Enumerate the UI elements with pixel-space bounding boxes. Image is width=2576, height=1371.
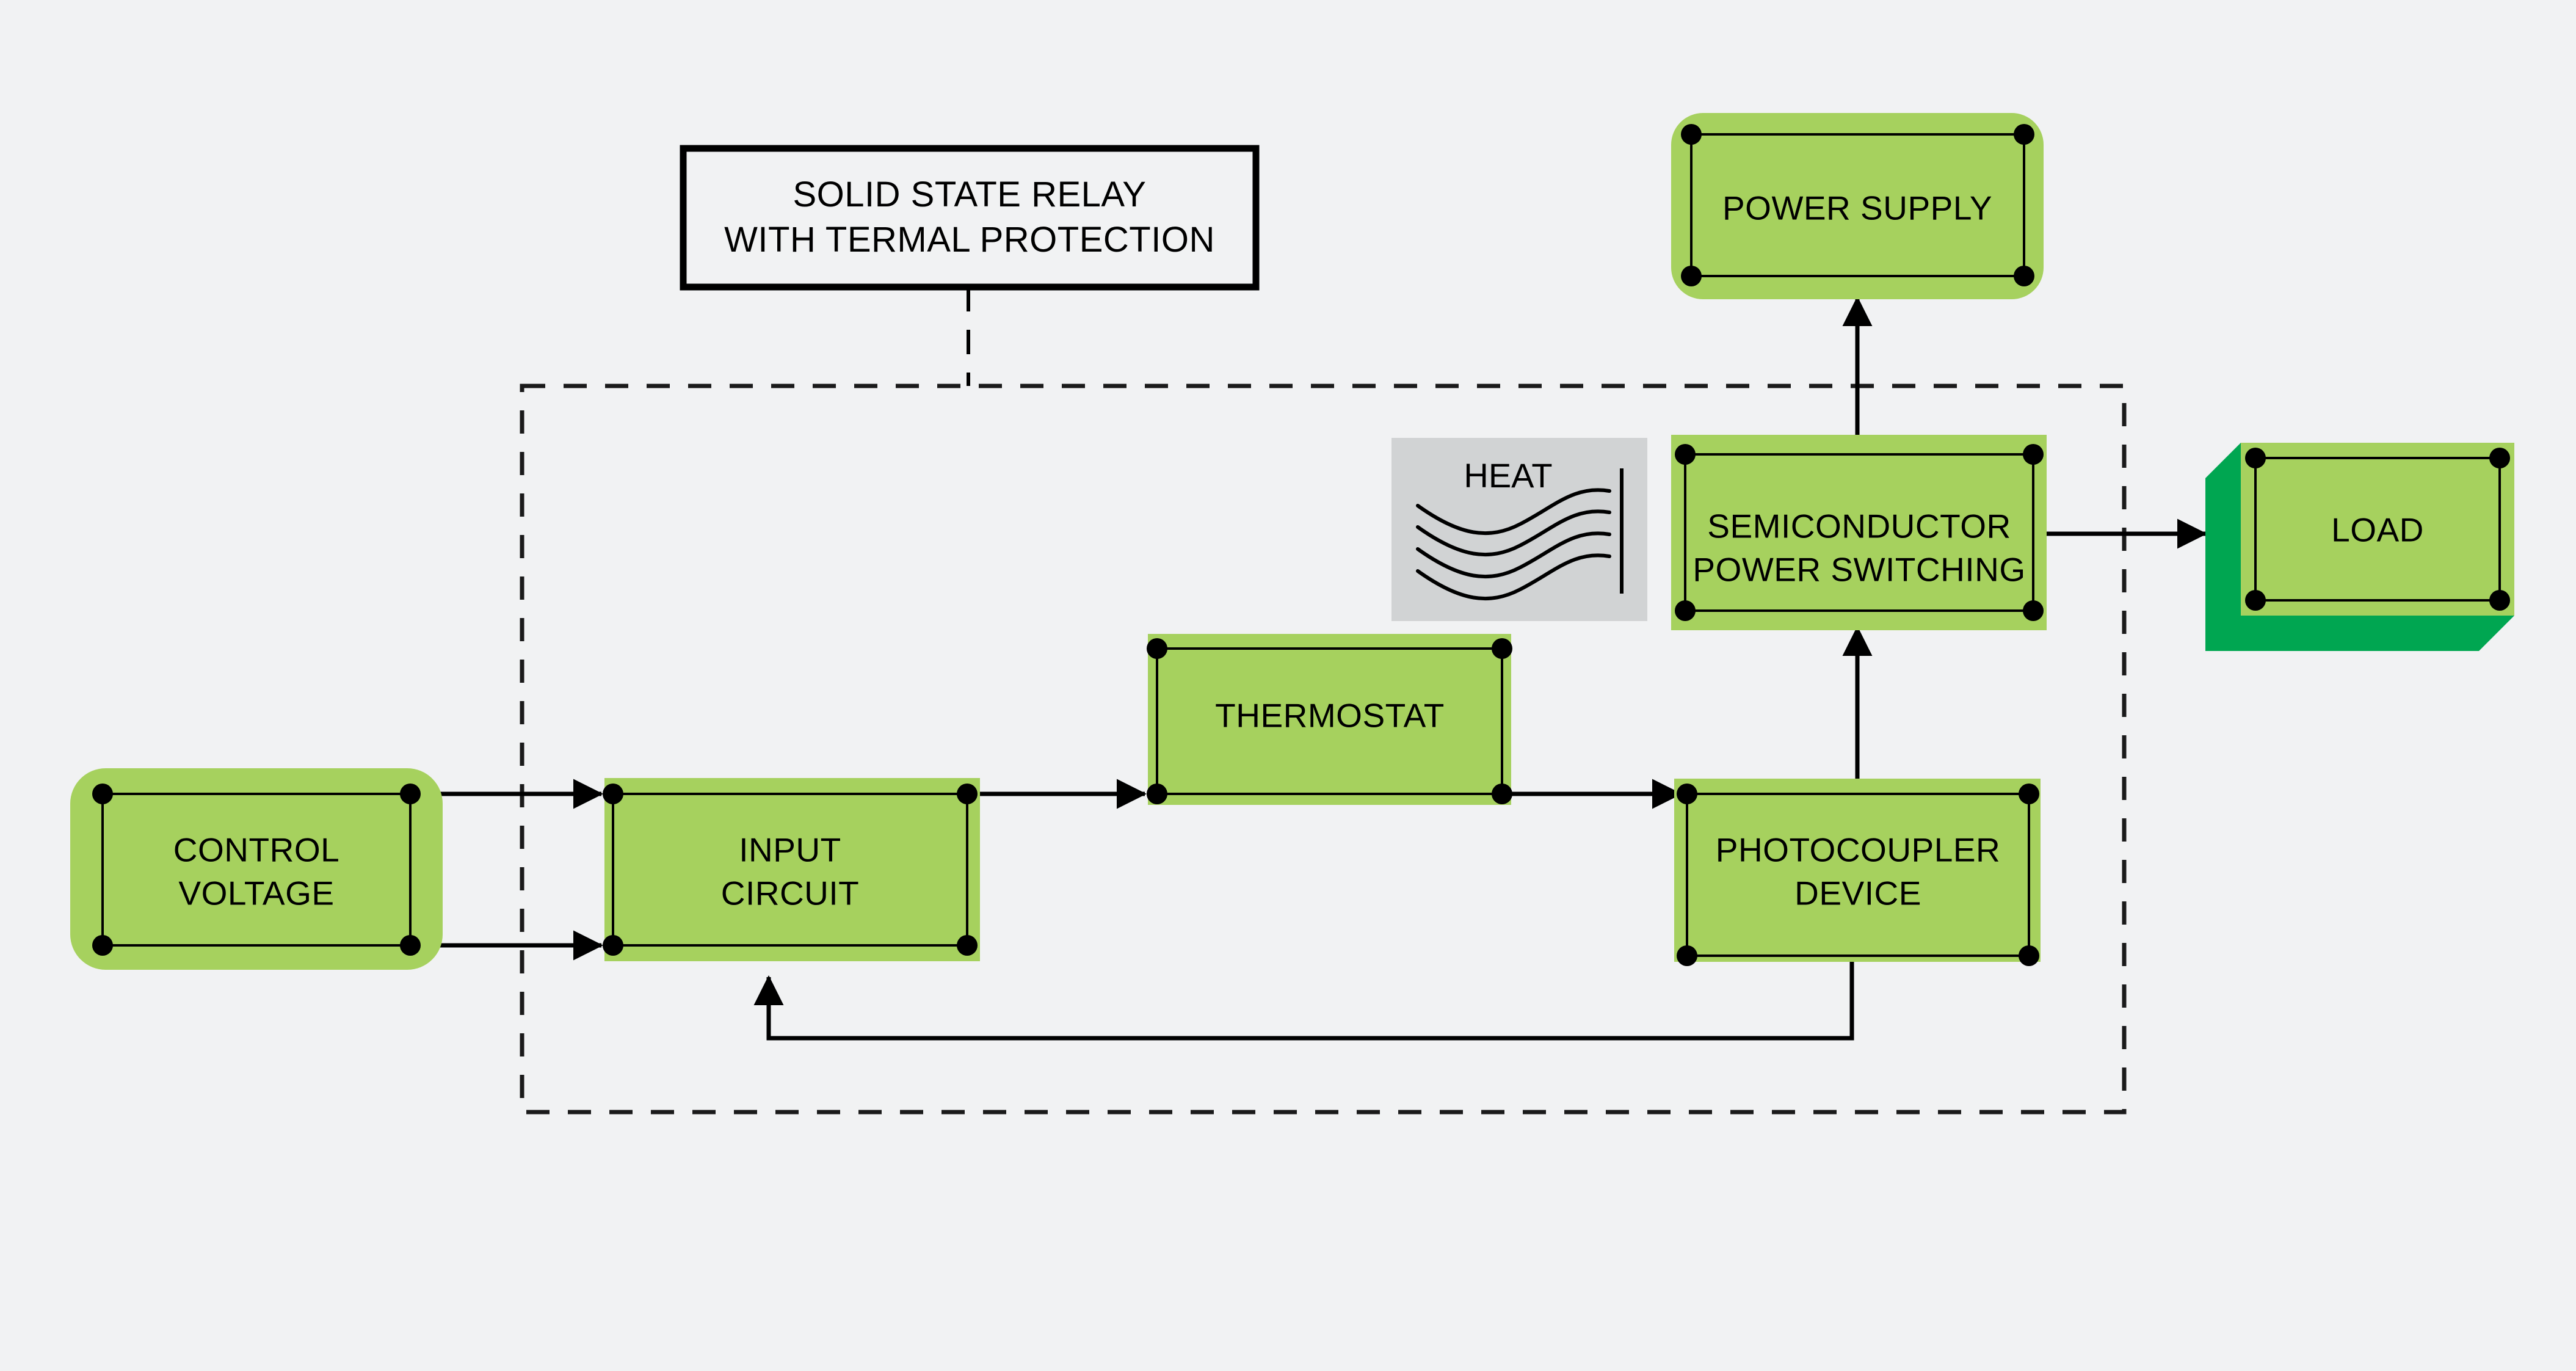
load-inner-frame bbox=[2254, 457, 2501, 602]
terminal-dot bbox=[603, 784, 623, 804]
title-line-2: WITH TERMAL PROTECTION bbox=[724, 220, 1215, 260]
heat-label: HEAT bbox=[1464, 456, 1552, 495]
semiconductor-inner-frame bbox=[1684, 453, 2034, 612]
terminal-dot bbox=[2489, 590, 2510, 611]
photocoupler-label-line2: DEVICE bbox=[1794, 875, 1921, 912]
terminal-dot bbox=[1492, 784, 1512, 804]
terminal-dot bbox=[1681, 124, 1702, 145]
terminal-dot bbox=[957, 935, 978, 956]
power-supply-label-line1: POWER SUPPLY bbox=[1722, 189, 1992, 227]
terminal-dot bbox=[2023, 444, 2044, 465]
heat-panel: HEAT bbox=[1391, 438, 1647, 621]
terminal-dot bbox=[1492, 638, 1512, 659]
block-input-circuit[interactable]: INPUT CIRCUIT bbox=[603, 778, 980, 961]
terminal-dot bbox=[1677, 784, 1697, 804]
terminal-dot bbox=[92, 935, 113, 956]
terminal-dot bbox=[1675, 600, 1696, 621]
photocoupler-label-line1: PHOTOCOUPLER bbox=[1716, 831, 2000, 869]
photocoupler-fill bbox=[1674, 779, 2041, 962]
block-photocoupler-device[interactable]: PHOTOCOUPLER DEVICE bbox=[1674, 779, 2041, 966]
terminal-dot bbox=[1147, 638, 1167, 659]
power-supply-inner-frame bbox=[1690, 133, 2025, 277]
terminal-dot bbox=[2019, 784, 2039, 804]
terminal-dot bbox=[2245, 590, 2266, 611]
block-control-voltage[interactable]: CONTROL VOLTAGE bbox=[70, 768, 443, 970]
load-label-line1: LOAD bbox=[2331, 511, 2424, 549]
title-line-1: SOLID STATE RELAY bbox=[793, 175, 1147, 214]
thermostat-fill bbox=[1148, 634, 1511, 805]
control-voltage-label-line2: VOLTAGE bbox=[178, 875, 334, 912]
semiconductor-label-line2: POWER SWITCHING bbox=[1693, 551, 2025, 589]
input-circuit-inner-frame bbox=[612, 793, 968, 947]
thermostat-label-line1: THERMOSTAT bbox=[1215, 697, 1445, 735]
terminal-dot bbox=[400, 935, 421, 956]
terminal-dot bbox=[1681, 266, 1702, 286]
semiconductor-fill bbox=[1671, 435, 2047, 630]
terminal-dot bbox=[2019, 945, 2039, 966]
heat-waves-icon bbox=[1416, 488, 1611, 601]
terminal-dot bbox=[2489, 448, 2510, 468]
block-load[interactable]: LOAD bbox=[2205, 443, 2514, 651]
power-supply-fill bbox=[1671, 113, 2044, 299]
load-fill bbox=[2241, 443, 2514, 616]
control-voltage-label-line1: CONTROL bbox=[173, 831, 339, 869]
photocoupler-inner-frame bbox=[1686, 793, 2030, 957]
control-voltage-fill bbox=[70, 768, 443, 970]
semiconductor-label-line1: SEMICONDUCTOR bbox=[1707, 507, 2011, 545]
block-power-supply[interactable]: POWER SUPPLY bbox=[1671, 113, 2044, 299]
terminal-dot bbox=[957, 784, 978, 804]
control-voltage-inner-frame bbox=[101, 793, 412, 947]
input-circuit-fill bbox=[604, 778, 980, 961]
terminal-dot bbox=[1675, 444, 1696, 465]
terminal-dot bbox=[603, 935, 623, 956]
block-thermostat[interactable]: THERMOSTAT bbox=[1147, 634, 1512, 805]
terminal-dot bbox=[2014, 124, 2034, 145]
thermostat-inner-frame bbox=[1156, 647, 1503, 795]
terminal-dot bbox=[92, 784, 113, 804]
terminal-dot bbox=[400, 784, 421, 804]
input-circuit-label-line2: CIRCUIT bbox=[721, 875, 860, 912]
relay-boundary bbox=[520, 384, 2127, 1115]
block-semiconductor-power-switching[interactable]: SEMICONDUCTOR POWER SWITCHING bbox=[1671, 435, 2047, 630]
input-circuit-label-line1: INPUT bbox=[739, 831, 841, 869]
terminal-dot bbox=[1147, 784, 1167, 804]
title-box: SOLID STATE RELAY WITH TERMAL PROTECTION bbox=[680, 145, 1260, 291]
terminal-dot bbox=[2023, 600, 2044, 621]
edge-photocoupler-feedback-to-input bbox=[753, 956, 1854, 1041]
terminal-dot bbox=[2014, 266, 2034, 286]
terminal-dot bbox=[1677, 945, 1697, 966]
terminal-dot bbox=[2245, 448, 2266, 468]
